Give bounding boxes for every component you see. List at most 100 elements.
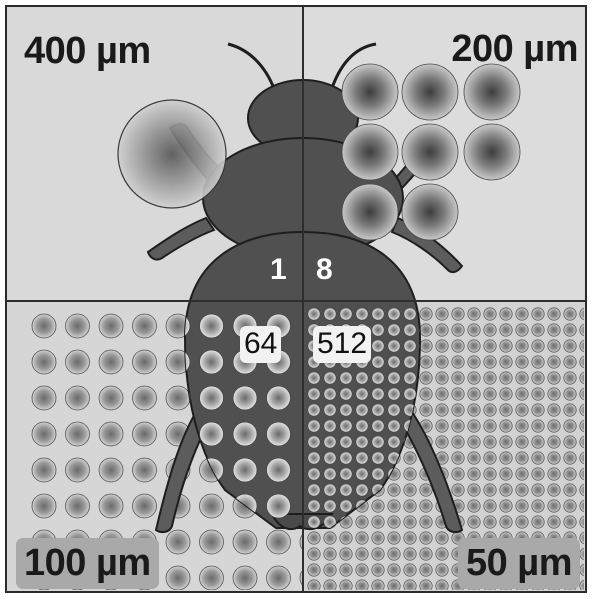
dot-50um xyxy=(532,404,544,416)
dot-50um xyxy=(484,452,496,464)
dot-50um xyxy=(532,484,544,496)
spot-50um-on-beetle xyxy=(324,468,336,480)
dot-50um xyxy=(420,340,432,352)
dot-50um xyxy=(356,516,368,528)
dot-50um xyxy=(468,308,480,320)
spot-50um-on-beetle xyxy=(372,436,384,448)
dot-100um xyxy=(99,494,123,518)
spot-50um-on-beetle xyxy=(324,388,336,400)
count-label-8: 8 xyxy=(316,255,333,285)
spot-50um-on-beetle xyxy=(324,372,336,384)
dot-50um xyxy=(404,468,416,480)
spot-200um xyxy=(402,124,458,180)
dot-50um xyxy=(548,372,560,384)
dot-50um xyxy=(532,436,544,448)
dot-100um xyxy=(32,386,56,410)
dot-100um xyxy=(267,530,291,554)
dot-100um xyxy=(200,566,224,590)
dot-50um xyxy=(372,500,384,512)
spot-50um-on-beetle xyxy=(308,500,320,512)
dot-50um xyxy=(404,484,416,496)
spot-100um-on-beetle xyxy=(200,350,224,374)
dot-100um xyxy=(133,494,157,518)
dot-50um xyxy=(484,468,496,480)
spot-50um-on-beetle xyxy=(308,468,320,480)
dot-50um xyxy=(564,420,576,432)
dot-50um xyxy=(388,484,400,496)
spot-50um-on-beetle xyxy=(372,372,384,384)
dot-50um xyxy=(468,340,480,352)
dot-50um xyxy=(420,324,432,336)
dot-50um xyxy=(420,532,432,544)
spot-50um-on-beetle xyxy=(404,388,416,400)
dot-100um xyxy=(32,350,56,374)
dot-50um xyxy=(452,388,464,400)
dot-50um xyxy=(340,532,352,544)
dot-100um xyxy=(99,458,123,482)
dot-50um xyxy=(548,500,560,512)
dot-50um xyxy=(516,452,528,464)
dot-100um xyxy=(166,566,190,590)
size-label-50um: 50 µm xyxy=(458,538,580,589)
dot-50um xyxy=(404,516,416,528)
size-label-100um: 100 µm xyxy=(16,538,159,589)
dot-50um xyxy=(500,468,512,480)
dot-50um xyxy=(516,404,528,416)
dot-100um xyxy=(66,314,90,338)
spot-400um xyxy=(118,100,226,208)
dot-50um xyxy=(564,404,576,416)
spot-100um-on-beetle xyxy=(267,458,291,482)
dot-100um xyxy=(32,314,56,338)
dot-100um xyxy=(99,386,123,410)
dot-50um xyxy=(420,564,432,576)
spot-50um-on-beetle xyxy=(340,404,352,416)
spot-50um-on-beetle xyxy=(308,452,320,464)
dot-50um xyxy=(420,356,432,368)
dot-50um xyxy=(500,452,512,464)
spot-50um-on-beetle xyxy=(404,356,416,368)
dot-100um xyxy=(200,530,224,554)
dot-50um xyxy=(420,308,432,320)
dot-50um xyxy=(516,484,528,496)
spot-50um-on-beetle xyxy=(308,404,320,416)
dot-50um xyxy=(436,308,448,320)
dot-50um xyxy=(500,372,512,384)
spot-200um xyxy=(402,64,458,120)
dot-50um xyxy=(564,356,576,368)
spot-50um-on-beetle xyxy=(308,420,320,432)
dot-50um xyxy=(484,388,496,400)
dot-50um xyxy=(452,484,464,496)
spot-50um-on-beetle xyxy=(308,308,320,320)
dot-50um xyxy=(372,564,384,576)
spot-100um-on-beetle xyxy=(233,422,257,446)
dot-50um xyxy=(548,516,560,528)
spot-50um-on-beetle xyxy=(340,500,352,512)
dot-50um xyxy=(404,564,416,576)
dot-50um xyxy=(516,372,528,384)
spot-50um-on-beetle xyxy=(356,372,368,384)
spot-50um-on-beetle xyxy=(372,356,384,368)
dot-50um xyxy=(516,468,528,480)
dot-50um xyxy=(308,532,320,544)
dot-50um xyxy=(500,356,512,368)
dot-50um xyxy=(452,372,464,384)
dot-50um xyxy=(372,548,384,560)
dot-100um xyxy=(66,494,90,518)
dot-50um xyxy=(468,468,480,480)
dot-50um xyxy=(564,436,576,448)
dot-100um xyxy=(166,386,190,410)
dot-100um xyxy=(32,458,56,482)
dot-50um xyxy=(516,500,528,512)
spot-100um-on-beetle xyxy=(267,386,291,410)
dot-50um xyxy=(484,308,496,320)
dot-50um xyxy=(484,516,496,528)
spot-50um-on-beetle xyxy=(340,468,352,480)
spot-100um-on-beetle xyxy=(267,422,291,446)
dot-50um xyxy=(484,404,496,416)
dot-50um xyxy=(500,308,512,320)
spot-100um-on-beetle xyxy=(233,458,257,482)
spot-50um-on-beetle xyxy=(388,356,400,368)
dot-100um xyxy=(32,494,56,518)
dot-50um xyxy=(404,452,416,464)
dot-50um xyxy=(564,388,576,400)
